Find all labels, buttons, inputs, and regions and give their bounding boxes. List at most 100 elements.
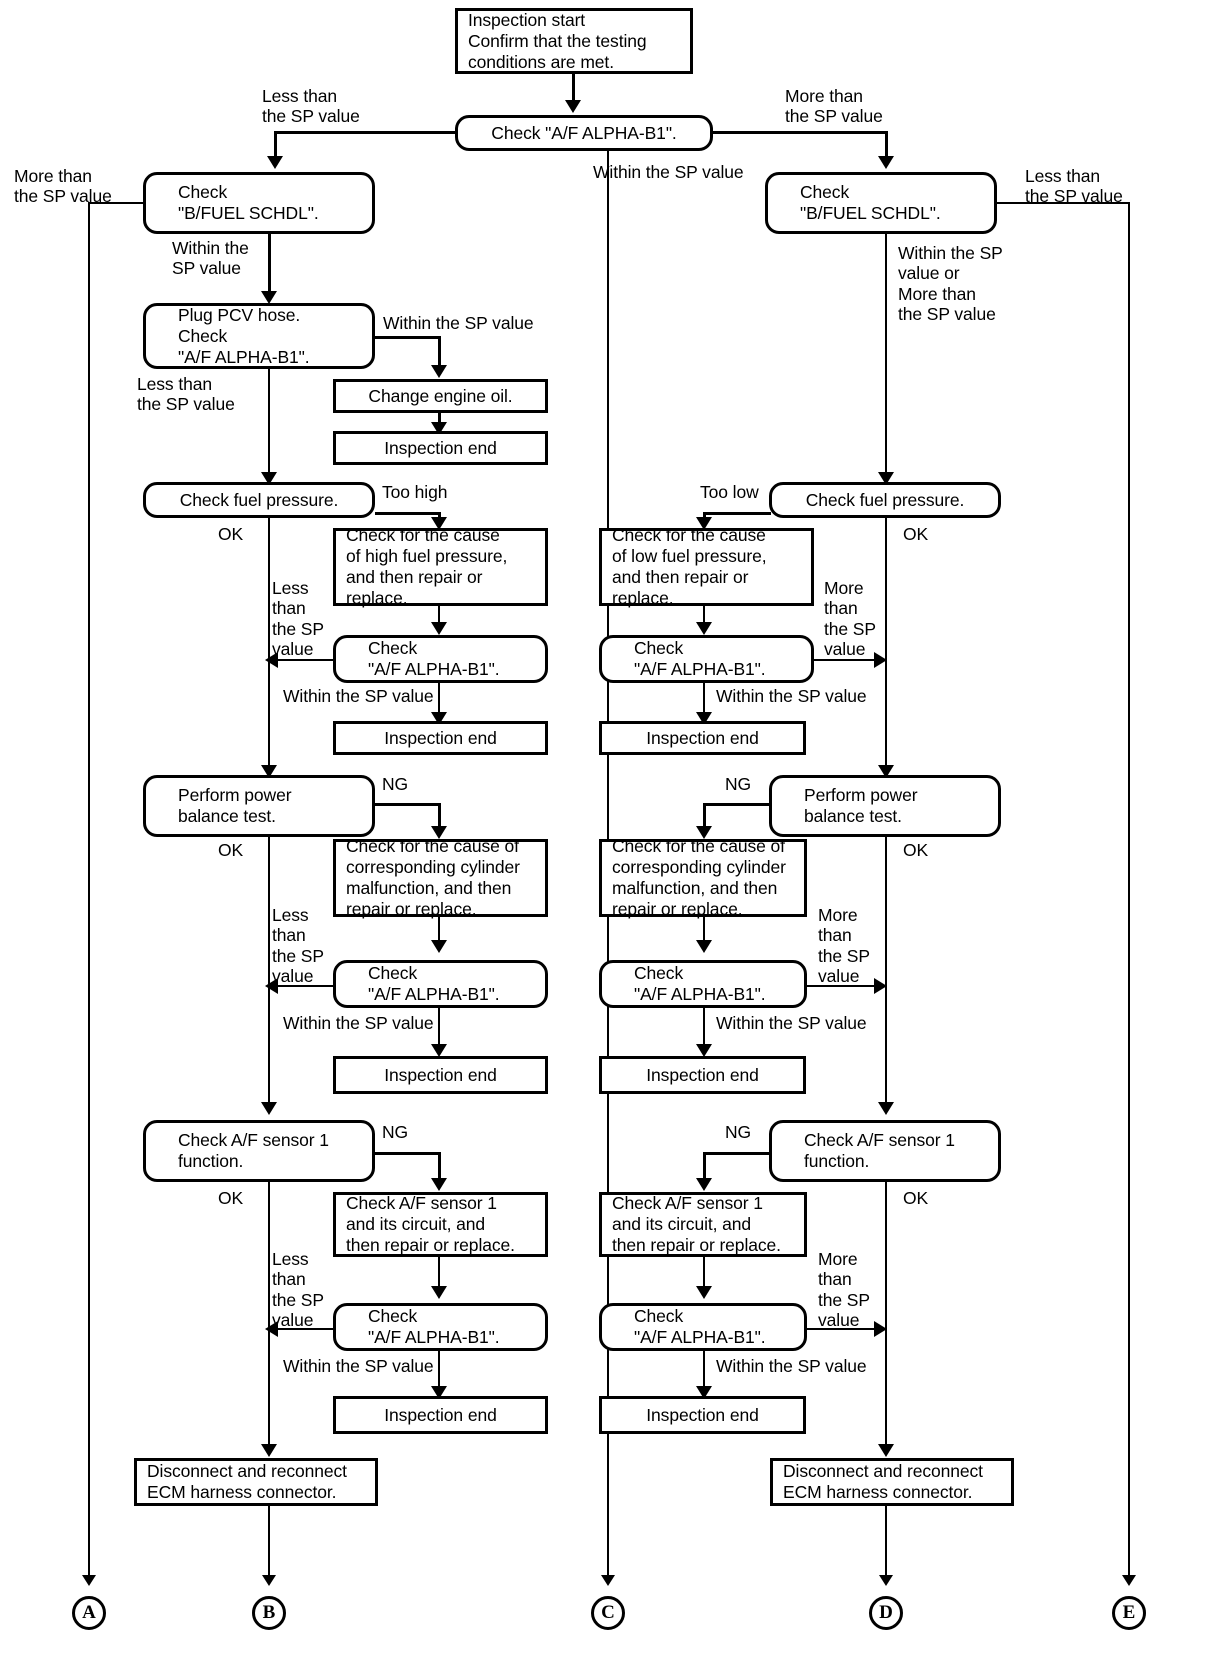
label-ok-r1: OK xyxy=(903,524,929,544)
edge-ok-l1-trunk xyxy=(268,518,270,770)
label-ok-r2: OK xyxy=(903,840,929,860)
label-more-than-top-right: More than the SP value xyxy=(785,86,883,127)
arrowhead-left-feedback-l2 xyxy=(265,978,278,994)
arrowhead-down-left-bfuel xyxy=(267,156,283,169)
arrowhead-down-start xyxy=(565,100,581,113)
edge-pcv-right-horizontal xyxy=(375,336,441,339)
label-more-than-stack-r1: More than the SP value xyxy=(824,578,876,660)
node-right-cylinder-malfunction-cause: Check for the cause of corresponding cyl… xyxy=(599,836,807,919)
node-inspection-end-6: Inspection end xyxy=(333,1396,548,1434)
edge-far-right-trunk-to-e xyxy=(1128,202,1130,1581)
node-low-fuel-pressure-cause: Check for the cause of low fuel pressure… xyxy=(599,525,814,608)
arrowhead-down-right-fuel-press xyxy=(878,472,894,485)
edge-check-alpha-r2-to-end3 xyxy=(703,683,705,716)
arrowhead-down-left-af-sensor xyxy=(261,1102,277,1115)
arrowhead-down-left-ecm xyxy=(261,1444,277,1457)
arrowhead-down-terminal-b xyxy=(262,1575,276,1586)
edge-left-ecm-to-terminal-b xyxy=(268,1506,270,1581)
edge-low-cause-to-check-alpha xyxy=(703,606,705,626)
arrowhead-down-left-cyl-cause xyxy=(431,826,447,839)
arrowhead-left-feedback-l1 xyxy=(265,652,278,668)
arrowhead-down-end5 xyxy=(696,1044,712,1057)
edge-check-alpha-l3-to-end4 xyxy=(438,1008,440,1048)
node-inspection-end-5: Inspection end xyxy=(599,1056,806,1094)
edge-feedback-l2-horizontal xyxy=(278,985,334,987)
edge-high-cause-to-check-alpha xyxy=(438,606,440,626)
node-check-alpha-r3: Check "A/F ALPHA-B1". xyxy=(599,960,807,1008)
arrowhead-down-left-power-balance xyxy=(261,765,277,778)
edge-top-right-vertical xyxy=(885,131,888,159)
edge-ng-l1-vertical xyxy=(438,803,441,829)
node-left-af-sensor-function: Check A/F sensor 1 function. xyxy=(143,1120,375,1182)
node-inspection-end-2: Inspection end xyxy=(333,721,548,755)
edge-check-alpha-r3-to-end5 xyxy=(703,1008,705,1048)
label-within-mid: Within the SP value xyxy=(593,162,744,182)
arrowhead-down-left-fuel-press xyxy=(261,472,277,485)
arrowhead-down-end4 xyxy=(431,1044,447,1057)
edge-feedback-l3-horizontal xyxy=(278,1328,334,1330)
edge-ng-l1-horizontal xyxy=(375,803,441,806)
node-inspection-end-4: Inspection end xyxy=(333,1056,548,1094)
edge-too-low-horizontal xyxy=(703,512,771,515)
terminal-connector-a: A xyxy=(72,1596,106,1630)
label-too-low: Too low xyxy=(700,482,759,502)
edge-too-high-horizontal xyxy=(375,512,441,515)
edge-feedback-r2-horizontal xyxy=(807,985,876,987)
label-less-than-far-right: Less than the SP value xyxy=(1025,166,1123,207)
arrowhead-down-high-fuel-cause xyxy=(431,517,447,530)
label-more-than-stack-r2: More than the SP value xyxy=(818,905,870,987)
node-right-check-fuel-pressure: Check fuel pressure. xyxy=(769,482,1001,518)
arrowhead-down-low-fuel-cause xyxy=(696,517,712,530)
label-ok-l3: OK xyxy=(218,1188,244,1208)
edge-feedback-r1-horizontal xyxy=(814,659,876,661)
edge-ok-r3-trunk xyxy=(885,1182,887,1449)
label-ok-l2: OK xyxy=(218,840,244,860)
edge-left-cyl-to-check-alpha xyxy=(438,917,440,943)
arrowhead-down-end7 xyxy=(696,1386,712,1399)
edge-ng-r2-horizontal xyxy=(703,1152,771,1155)
edge-top-left-vertical xyxy=(274,131,277,159)
node-inspection-end-7: Inspection end xyxy=(599,1396,806,1434)
label-too-high: Too high xyxy=(382,482,448,502)
label-less-than-stack-l1: Less than the SP value xyxy=(272,578,324,660)
edge-ng-l2-horizontal xyxy=(375,1152,441,1155)
label-within-sp-value-pcv: Within the SP value xyxy=(383,313,534,333)
edge-left-af-circuit-to-check-alpha xyxy=(438,1257,440,1289)
terminal-connector-d: D xyxy=(869,1596,903,1630)
node-right-af-sensor-function: Check A/F sensor 1 function. xyxy=(769,1120,1001,1182)
arrowhead-down-right-power-balance xyxy=(878,765,894,778)
edge-check-alpha-l2-to-end2 xyxy=(438,683,440,716)
node-left-check-fuel-pressure: Check fuel pressure. xyxy=(143,482,375,518)
edge-top-left-horizontal xyxy=(274,131,457,134)
arrowhead-down-right-af-sensor xyxy=(878,1102,894,1115)
edge-far-left-trunk-to-a xyxy=(88,202,90,1581)
edge-ok-l3-trunk xyxy=(268,1182,270,1449)
arrowhead-right-feedback-r3 xyxy=(874,1321,887,1337)
edge-start-to-check-alpha xyxy=(572,74,575,102)
edge-too-high-vertical xyxy=(438,512,441,520)
node-plug-pcv-hose: Plug PCV hose. Check "A/F ALPHA-B1". xyxy=(143,303,375,369)
label-ng-r2: NG xyxy=(725,1122,752,1142)
terminal-connector-b: B xyxy=(252,1596,286,1630)
edge-feedback-l1-horizontal xyxy=(278,659,334,661)
edge-pcv-right-vertical xyxy=(438,336,441,368)
terminal-connector-c: C xyxy=(591,1596,625,1630)
arrowhead-down-change-oil xyxy=(431,365,447,378)
arrowhead-down-check-alpha-l3 xyxy=(431,940,447,953)
arrowhead-down-right-cyl-cause xyxy=(696,826,712,839)
edge-right-ecm-to-terminal-d xyxy=(885,1506,887,1581)
node-left-af-sensor-circuit: Check A/F sensor 1 and its circuit, and … xyxy=(333,1192,548,1257)
arrowhead-down-pcv xyxy=(261,291,277,304)
arrowhead-down-left-af-circuit xyxy=(431,1178,447,1191)
label-less-than-stack-l2: Less than the SP value xyxy=(272,905,324,987)
arrowhead-down-end6 xyxy=(431,1386,447,1399)
node-inspection-end-1: Inspection end xyxy=(333,431,548,465)
label-ng-l1: NG xyxy=(382,774,409,794)
label-less-than-stack-l3: Less than the SP value xyxy=(272,1249,324,1331)
label-within-left-1: Within the SP value xyxy=(172,238,249,279)
edge-feedback-r3-horizontal xyxy=(807,1328,876,1330)
edge-far-right-horizontal xyxy=(995,202,1130,204)
node-check-alpha-r4: Check "A/F ALPHA-B1". xyxy=(599,1303,807,1351)
arrowhead-down-terminal-d xyxy=(879,1575,893,1586)
